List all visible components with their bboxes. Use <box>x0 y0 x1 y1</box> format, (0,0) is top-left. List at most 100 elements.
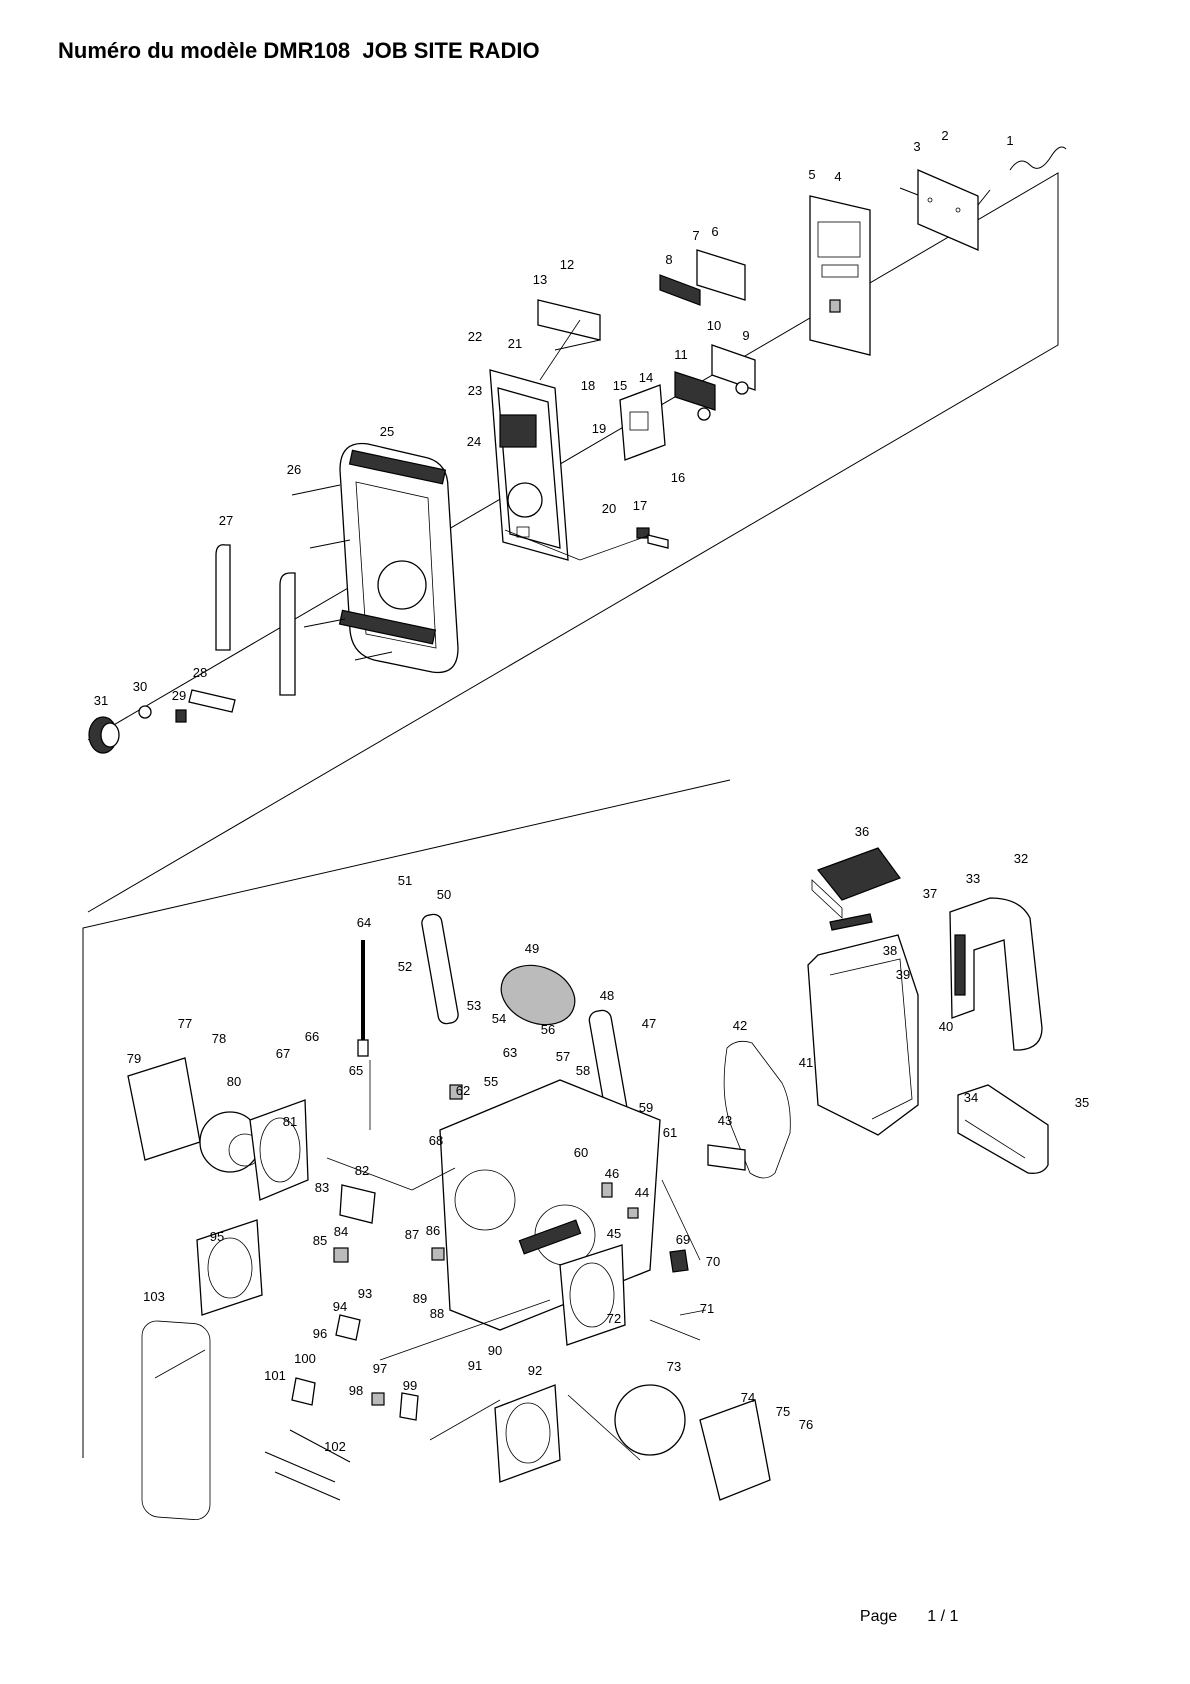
part-102-cable-ties <box>264 1429 351 1501</box>
callout-54: 54 <box>492 1011 506 1026</box>
callout-3: 3 <box>913 139 920 154</box>
callout-73: 73 <box>667 1359 681 1374</box>
callout-84: 84 <box>334 1224 348 1239</box>
small-modules <box>291 1084 689 1421</box>
page-label: Page <box>859 1608 898 1625</box>
part-25-bumper-frame <box>338 442 459 674</box>
callout-41: 41 <box>799 1055 813 1070</box>
callout-33: 33 <box>966 871 980 886</box>
callout-38: 38 <box>883 943 897 958</box>
callout-57: 57 <box>556 1049 570 1064</box>
part-28-31-knob-assy <box>88 689 236 754</box>
callout-66: 66 <box>305 1029 319 1044</box>
part-42-gasket <box>723 1040 791 1179</box>
callout-71: 71 <box>700 1301 714 1316</box>
callout-43: 43 <box>718 1113 732 1128</box>
callout-99: 99 <box>403 1378 417 1393</box>
callout-58: 58 <box>576 1063 590 1078</box>
part-48-50-handle-rails <box>421 913 630 1129</box>
callout-30: 30 <box>133 679 147 694</box>
part-36-grille <box>811 847 901 919</box>
callout-20: 20 <box>602 501 616 516</box>
callout-100: 100 <box>294 1351 316 1366</box>
callout-78: 78 <box>212 1031 226 1046</box>
part-34-lower-handle <box>957 1084 1049 1174</box>
part-72-74-right-speaker <box>559 1244 771 1501</box>
callout-101: 101 <box>264 1368 286 1383</box>
callout-22: 22 <box>468 329 482 344</box>
callout-12: 12 <box>560 257 574 272</box>
callout-14: 14 <box>639 370 653 385</box>
callout-103: 103 <box>143 1289 165 1304</box>
callout-79: 79 <box>127 1051 141 1066</box>
callout-27: 27 <box>219 513 233 528</box>
callout-16: 16 <box>671 470 685 485</box>
part-21-front-frame <box>489 369 569 561</box>
callout-67: 67 <box>276 1046 290 1061</box>
callout-80: 80 <box>227 1074 241 1089</box>
callout-65: 65 <box>349 1063 363 1078</box>
callout-48: 48 <box>600 988 614 1003</box>
callout-69: 69 <box>676 1232 690 1247</box>
callout-32: 32 <box>1014 851 1028 866</box>
callout-60: 60 <box>574 1145 588 1160</box>
part-17-switch <box>636 527 669 549</box>
callout-102: 102 <box>324 1439 346 1454</box>
callout-77: 77 <box>178 1016 192 1031</box>
callout-35: 35 <box>1075 1095 1089 1110</box>
callout-75: 75 <box>776 1404 790 1419</box>
callout-17: 17 <box>633 498 647 513</box>
callout-59: 59 <box>639 1100 653 1115</box>
part-63-main-housing <box>439 1079 661 1331</box>
callout-70: 70 <box>706 1254 720 1269</box>
page-number: 1 / 1 <box>927 1608 959 1625</box>
callout-62: 62 <box>456 1083 470 1098</box>
callout-94: 94 <box>333 1299 347 1314</box>
part-64-antenna <box>357 940 369 1057</box>
part-1-antenna-wire <box>1009 146 1067 171</box>
callout-86: 86 <box>426 1223 440 1238</box>
part-3-cover-plate <box>899 169 991 251</box>
part-92-speaker-plate <box>494 1384 561 1483</box>
callout-39: 39 <box>896 967 910 982</box>
part-5-main-pcb <box>809 195 871 356</box>
lower-panel-outline <box>82 779 731 1458</box>
callout-68: 68 <box>429 1133 443 1148</box>
callout-95: 95 <box>210 1229 224 1244</box>
callout-45: 45 <box>607 1226 621 1241</box>
callout-44: 44 <box>635 1185 649 1200</box>
part-95-speaker-plate <box>196 1219 263 1316</box>
callout-51: 51 <box>398 873 412 888</box>
callout-6: 6 <box>711 224 718 239</box>
callout-83: 83 <box>315 1180 329 1195</box>
page-footer: Page 1 / 1 <box>851 1590 959 1626</box>
callout-63: 63 <box>503 1045 517 1060</box>
callout-46: 46 <box>605 1166 619 1181</box>
part-6-7-bracket <box>659 249 746 306</box>
part-43-label <box>707 1144 746 1171</box>
callout-29: 29 <box>172 688 186 703</box>
part-26-screws <box>291 484 393 661</box>
part-15-speaker-plate <box>619 384 666 461</box>
callout-96: 96 <box>313 1326 327 1341</box>
callout-5: 5 <box>808 167 815 182</box>
callout-4: 4 <box>834 169 841 184</box>
callout-85: 85 <box>313 1233 327 1248</box>
callout-25: 25 <box>380 424 394 439</box>
callout-72: 72 <box>607 1311 621 1326</box>
callout-34: 34 <box>964 1090 978 1105</box>
callout-11: 11 <box>674 347 688 362</box>
callout-52: 52 <box>398 959 412 974</box>
callout-89: 89 <box>413 1291 427 1306</box>
callout-61: 61 <box>663 1125 677 1140</box>
part-79-81-left-speaker <box>127 1057 309 1201</box>
page-title: Numéro du modèle DMR108 JOB SITE RADIO <box>58 38 540 63</box>
callout-36: 36 <box>855 824 869 839</box>
leader-lines <box>154 319 707 1461</box>
callout-31: 31 <box>94 693 108 708</box>
callout-56: 56 <box>541 1022 555 1037</box>
callout-18: 18 <box>581 378 595 393</box>
part-27-handle-rods <box>215 544 296 696</box>
callout-64: 64 <box>357 915 371 930</box>
callout-28: 28 <box>193 665 207 680</box>
